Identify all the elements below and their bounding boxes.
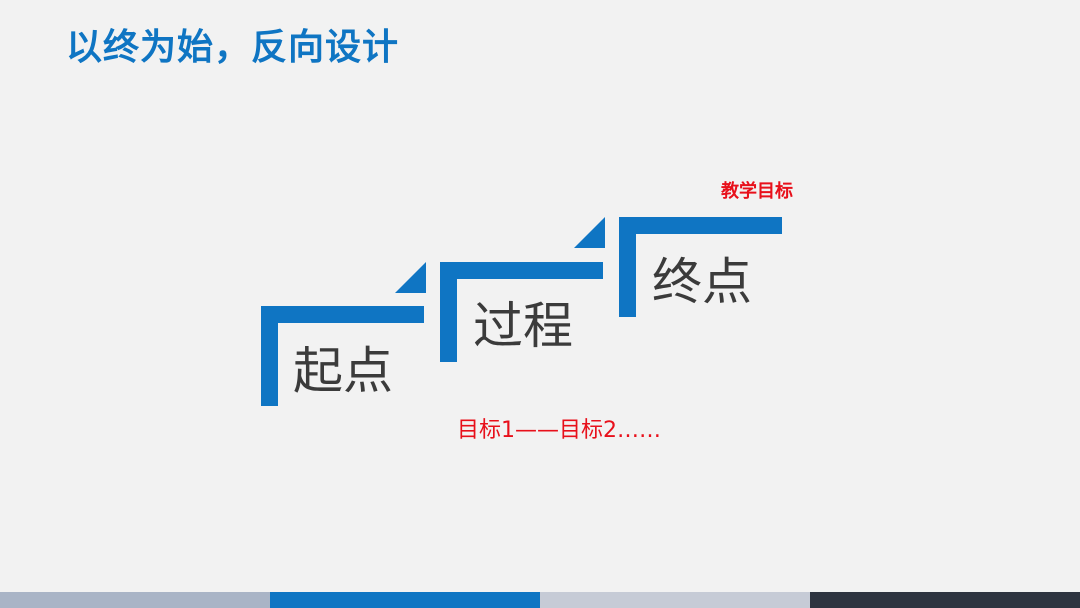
- step-start-top-bar: [261, 306, 424, 323]
- goals-sequence-note: 目标1——目标2……: [457, 418, 661, 443]
- step-start-label: 起点: [293, 342, 393, 400]
- step-process-top-bar: [440, 262, 603, 279]
- footer-color-bar: [0, 592, 1080, 608]
- footer-segment-2: [270, 592, 540, 608]
- step-end-label: 终点: [652, 253, 752, 311]
- step-process-corner-triangle: [574, 217, 605, 248]
- footer-segment-1: [0, 592, 270, 608]
- step-start-left-bar: [261, 306, 278, 406]
- teaching-goal-label: 教学目标: [721, 181, 793, 202]
- step-end-top-bar: [619, 217, 782, 234]
- footer-segment-3: [540, 592, 810, 608]
- slide-title: 以终为始，反向设计: [66, 27, 400, 68]
- footer-segment-4: [810, 592, 1080, 608]
- step-start-corner-triangle: [395, 262, 426, 293]
- step-process-left-bar: [440, 262, 457, 362]
- step-end-left-bar: [619, 217, 636, 317]
- step-process-label: 过程: [473, 297, 573, 355]
